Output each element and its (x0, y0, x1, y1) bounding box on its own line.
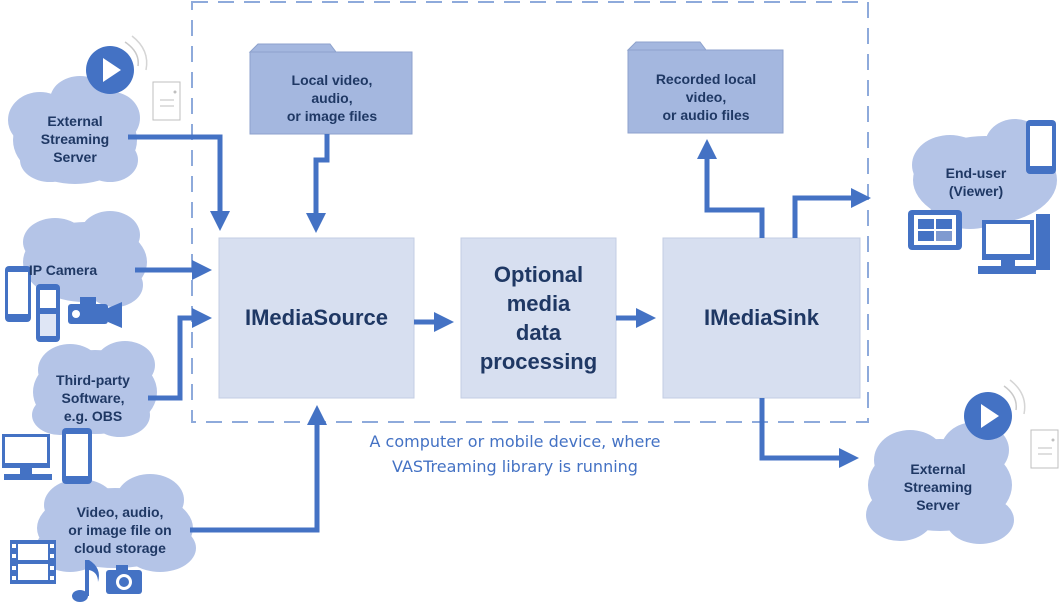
play-icon (86, 35, 148, 94)
photo-camera-icon (106, 565, 142, 594)
music-note-icon (72, 560, 99, 602)
local-files-label: Local video, audio, or image files (252, 71, 412, 125)
arrow-server-to-source (128, 134, 230, 231)
arrow-localfiles-to-source (306, 134, 330, 233)
label-line: or audio files (662, 107, 750, 123)
label-line: e.g. OBS (63, 408, 123, 424)
label-line: processing (479, 349, 598, 374)
label-line: (Viewer) (948, 183, 1004, 199)
video-camera-icon (68, 297, 122, 328)
caption-line: VASTreaming library is running (392, 457, 638, 476)
smartphone-icon (5, 266, 31, 322)
arrow-sink-to-recorded (697, 139, 765, 238)
label-line: media (506, 291, 571, 316)
imediasink-label: IMediaSink (704, 305, 819, 330)
label-line: IP Camera (28, 262, 98, 278)
source-cloud-storage-label: Video, audio, or image file on cloud sto… (52, 503, 188, 557)
cloud-output-streaming-server (866, 422, 1014, 544)
mobile-phone-icon (36, 284, 60, 342)
label-line: Local video, (291, 72, 373, 88)
device-boundary (191, 1, 869, 423)
tablet-icon (908, 210, 962, 250)
label-line: Video, audio, (76, 504, 164, 520)
arrow-sink-to-viewer (792, 188, 871, 238)
label-line: External (910, 461, 966, 477)
output-streaming-server-label: External Streaming Server (883, 460, 993, 514)
local-files-folder-icon (248, 43, 413, 135)
label-line: Server (916, 497, 960, 513)
server-icon (1030, 429, 1059, 469)
device-caption: A computer or mobile device, where VASTr… (330, 429, 700, 479)
output-viewer-label: End-user (Viewer) (926, 164, 1026, 200)
label-line: External (47, 113, 103, 129)
cloud-ip-camera (23, 211, 147, 307)
desktop-icon (2, 434, 52, 480)
cloud-streaming-server (8, 76, 140, 184)
source-streaming-server-label: External Streaming Server (20, 112, 130, 166)
imediasource-label: IMediaSource (244, 305, 389, 330)
imediasink-block: IMediaSink (663, 238, 860, 398)
label-line: Recorded local (655, 71, 757, 87)
label-line: Third-party (56, 372, 130, 388)
label-line: Software, (61, 390, 125, 406)
smartphone-icon (1026, 120, 1056, 174)
imediasink-block-bg (662, 237, 861, 399)
cloud-third-party (32, 341, 157, 437)
processing-block: Optional media data processing (461, 238, 616, 398)
cloud-cloud-storage (36, 474, 196, 572)
arrow-cloud-to-source (190, 405, 327, 533)
desktop-icon (978, 214, 1050, 274)
label-line: audio, (311, 90, 353, 106)
label-line: Server (53, 149, 97, 165)
source-ip-camera-label: IP Camera (18, 262, 108, 278)
smartphone-icon (62, 428, 92, 484)
label-line: Streaming (40, 131, 110, 147)
recorded-files-folder-icon (626, 41, 784, 134)
arrow-sink-to-server (759, 398, 859, 468)
recorded-files-label: Recorded local video, or audio files (628, 70, 784, 124)
server-icon (152, 81, 181, 121)
label-line: video, (685, 89, 727, 105)
caption-line: A computer or mobile device, where (369, 432, 661, 451)
arrow-thirdparty-to-source (148, 308, 212, 401)
label-line: or image files (286, 108, 378, 124)
label-line: Streaming (903, 479, 973, 495)
label-line: or image file on (68, 522, 172, 538)
imediasource-block: IMediaSource (219, 238, 414, 398)
label-line: End-user (945, 165, 1007, 181)
source-third-party-label: Third-party Software, e.g. OBS (38, 371, 148, 425)
film-strip-icon (10, 540, 56, 584)
label-line: data (515, 320, 562, 345)
play-icon (964, 379, 1026, 440)
imediasource-block-bg (218, 237, 415, 399)
label-line: cloud storage (74, 540, 166, 556)
label-line: Optional (493, 262, 584, 287)
processing-block-bg (460, 237, 617, 399)
